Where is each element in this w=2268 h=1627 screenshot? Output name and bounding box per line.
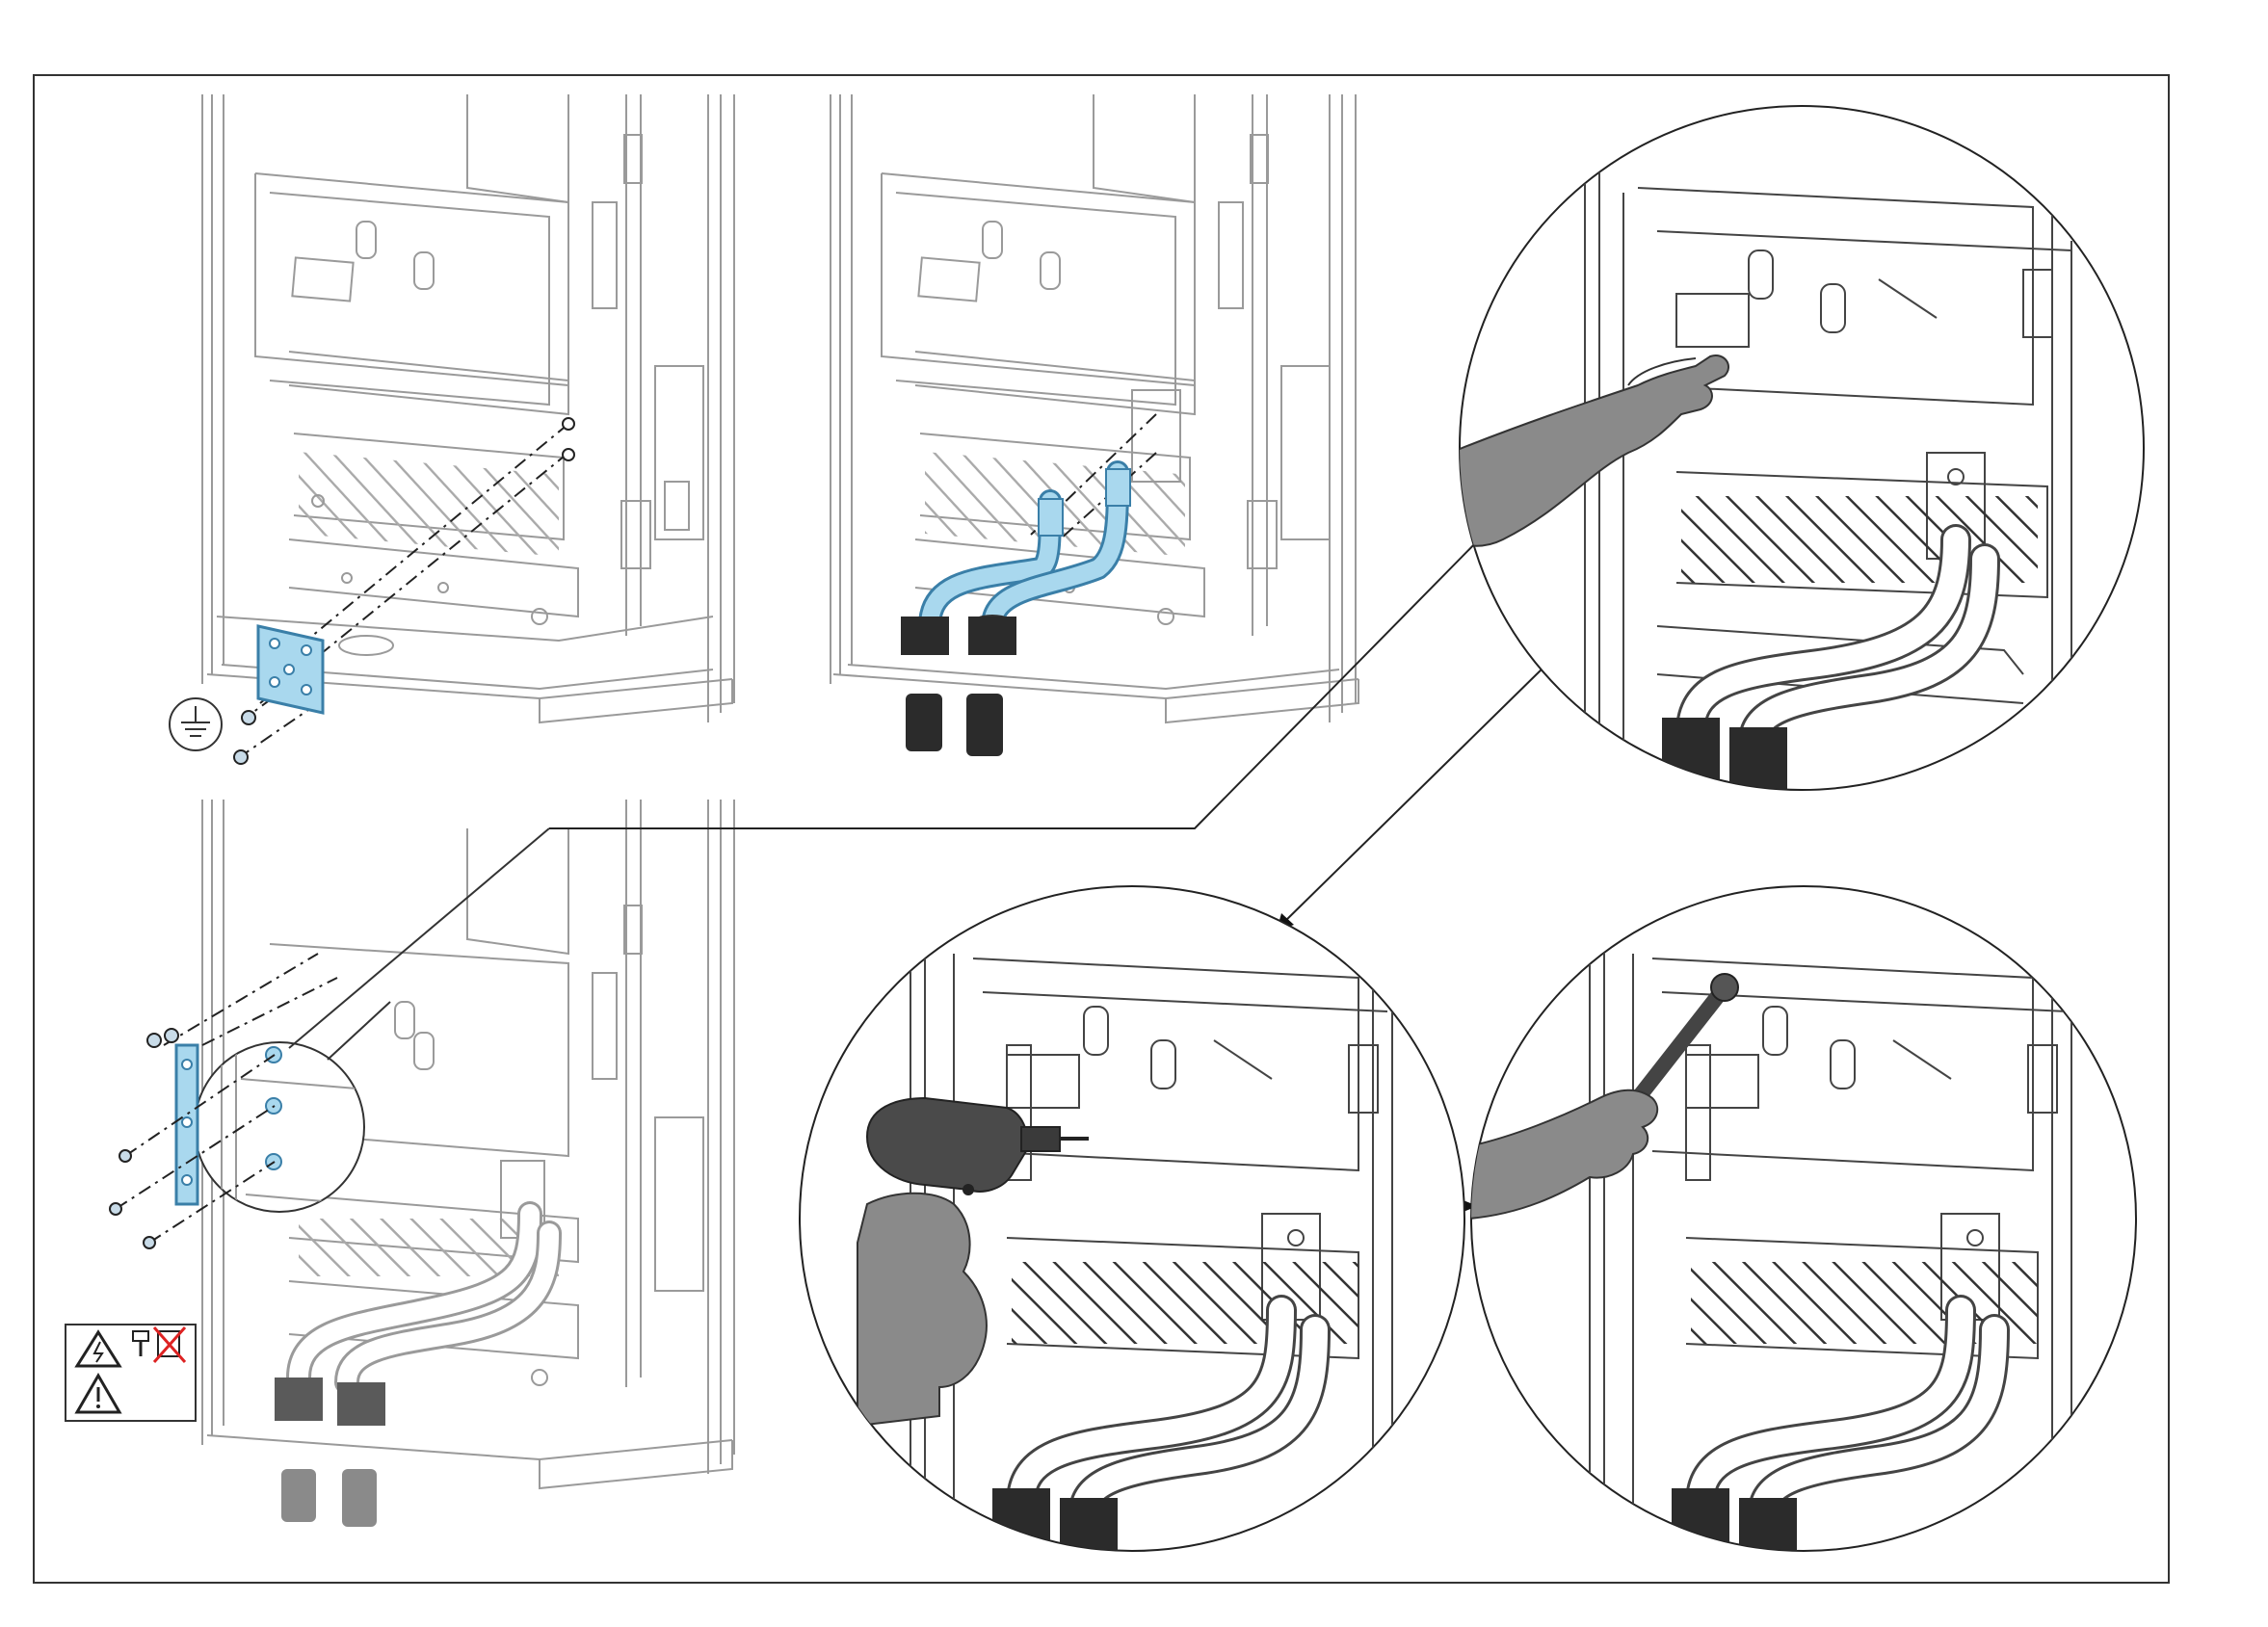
warning-label-box — [66, 1325, 196, 1421]
panel-ground-plate — [202, 94, 734, 722]
detail-circle-wrench-tightening — [1469, 886, 2136, 1565]
detail-circle-drill-fastening — [800, 886, 1464, 1565]
magnifier-circle-small — [195, 828, 549, 1214]
ground-plate — [258, 626, 323, 713]
ground-symbol-icon — [170, 698, 222, 750]
bracket-screws — [110, 1029, 178, 1248]
detail-circle-hand-fastening — [1450, 106, 2144, 800]
